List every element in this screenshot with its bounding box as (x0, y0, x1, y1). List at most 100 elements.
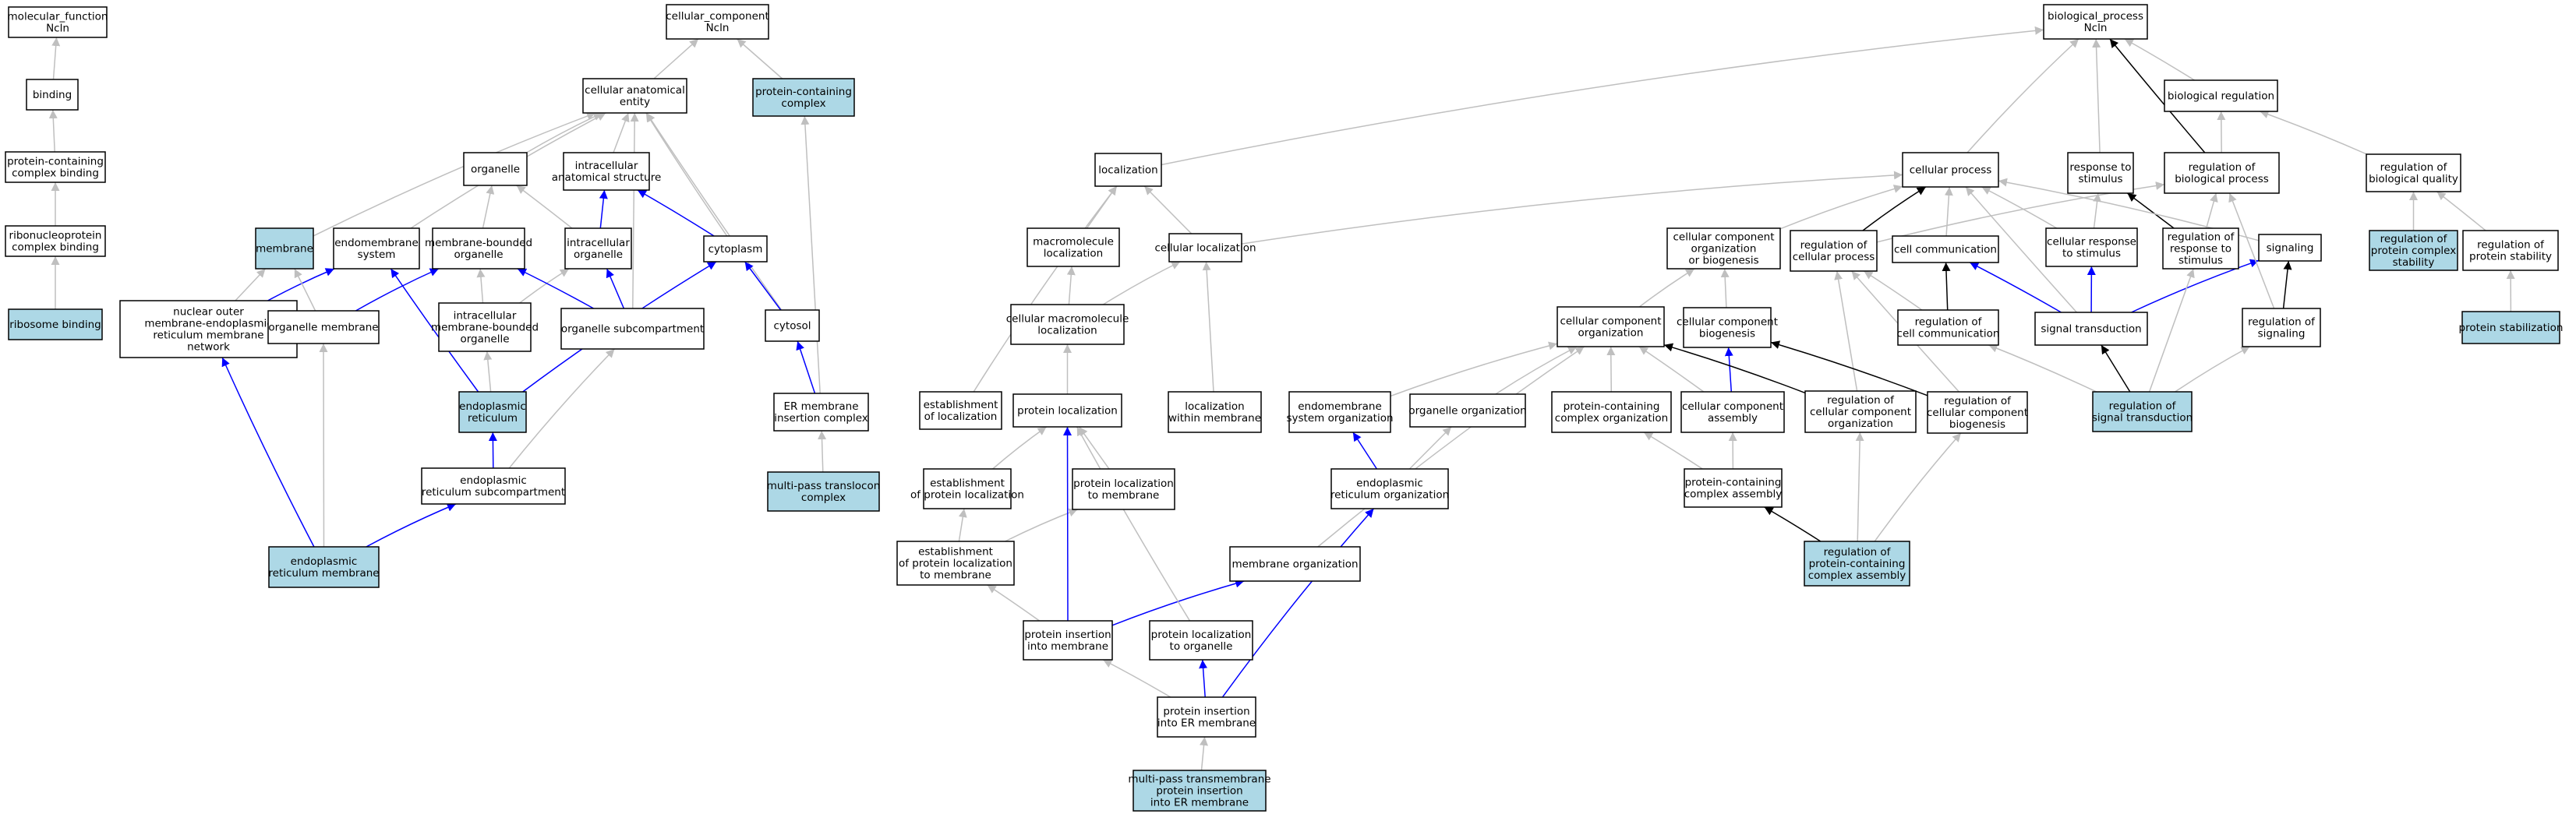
node-orgmem[interactable]: organelle membrane (267, 310, 380, 344)
node-box-pstab (2461, 311, 2560, 344)
node-box-rbp (2164, 152, 2280, 194)
node-box-cl (1168, 233, 1242, 263)
node-label-rcc-line-0: regulation of (1915, 316, 1983, 329)
node-ribbind[interactable]: ribosome binding (8, 308, 103, 340)
node-box-rps (2462, 230, 2559, 271)
node-box-pcco (1551, 391, 1672, 433)
node-nom[interactable]: nuclear outermembrane-endoplasmicreticul… (119, 300, 298, 358)
node-label-rnpcb-line-1: complex binding (12, 241, 99, 254)
edge-pcco-to-cco (1606, 346, 1616, 393)
node-organelle[interactable]: organelle (463, 152, 528, 186)
node-label-rsig-line-0: regulation of (2248, 316, 2316, 329)
node-label-plto-line-0: protein localization (1151, 629, 1252, 641)
node-cl[interactable]: cellular localization (1154, 233, 1256, 263)
node-oo[interactable]: organelle organization (1408, 393, 1527, 428)
node-label-mptpi-line-2: into ER membrane (1150, 797, 1249, 809)
node-label-erm-line-0: endoplasmic (291, 555, 358, 568)
node-cellproc[interactable]: cellular process (1902, 152, 1999, 188)
node-membrane[interactable]: membrane (255, 227, 314, 270)
node-label-cellcomm-line-0: cell communication (1894, 244, 1997, 256)
node-pstab[interactable]: protein stabilization (2459, 311, 2564, 344)
node-cellcomm[interactable]: cell communication (1892, 235, 1999, 263)
node-orgsub[interactable]: organelle subcompartment (560, 308, 705, 350)
node-localization[interactable]: localization (1094, 153, 1162, 187)
node-cytoplasm[interactable]: cytoplasm (703, 235, 768, 263)
node-box-biolreg (2164, 79, 2278, 112)
node-biolreg[interactable]: biological regulation (2164, 79, 2278, 112)
node-label-ermic-line-1: insertion complex (774, 412, 868, 425)
node-label-er-line-0: endoplasmic (459, 400, 526, 413)
edge-mptc-to-ermic (818, 430, 827, 473)
node-label-rsig-line-1: signaling (2258, 328, 2306, 340)
node-binding[interactable]: binding (26, 79, 79, 111)
edge-rst-to-rcc (1988, 344, 2097, 393)
node-label-rpcs-line-2: stability (2393, 256, 2435, 269)
node-box-mptpi (1133, 770, 1267, 812)
node-memorg[interactable]: membrane organization (1229, 546, 1361, 582)
edge-epl-to-ploc (992, 426, 1048, 470)
node-cytosol[interactable]: cytosol (765, 309, 820, 342)
edge-cytoplasm-to-cae (645, 112, 728, 237)
node-ploc[interactable]: protein localization (1012, 393, 1122, 428)
node-label-memorg-line-0: membrane organization (1231, 559, 1358, 571)
node-st[interactable]: signal transduction (2034, 312, 2148, 346)
edge-pim-to-ploc (1063, 426, 1072, 622)
edge-rsig-to-signaling (2282, 260, 2292, 309)
edge-erm-to-orgmem (319, 343, 328, 548)
node-box-imbo (438, 302, 532, 352)
edge-pim-to-epltm (987, 584, 1041, 622)
node-label-endomem-line-1: system (358, 248, 396, 261)
node-signaling[interactable]: signaling (2258, 234, 2322, 262)
